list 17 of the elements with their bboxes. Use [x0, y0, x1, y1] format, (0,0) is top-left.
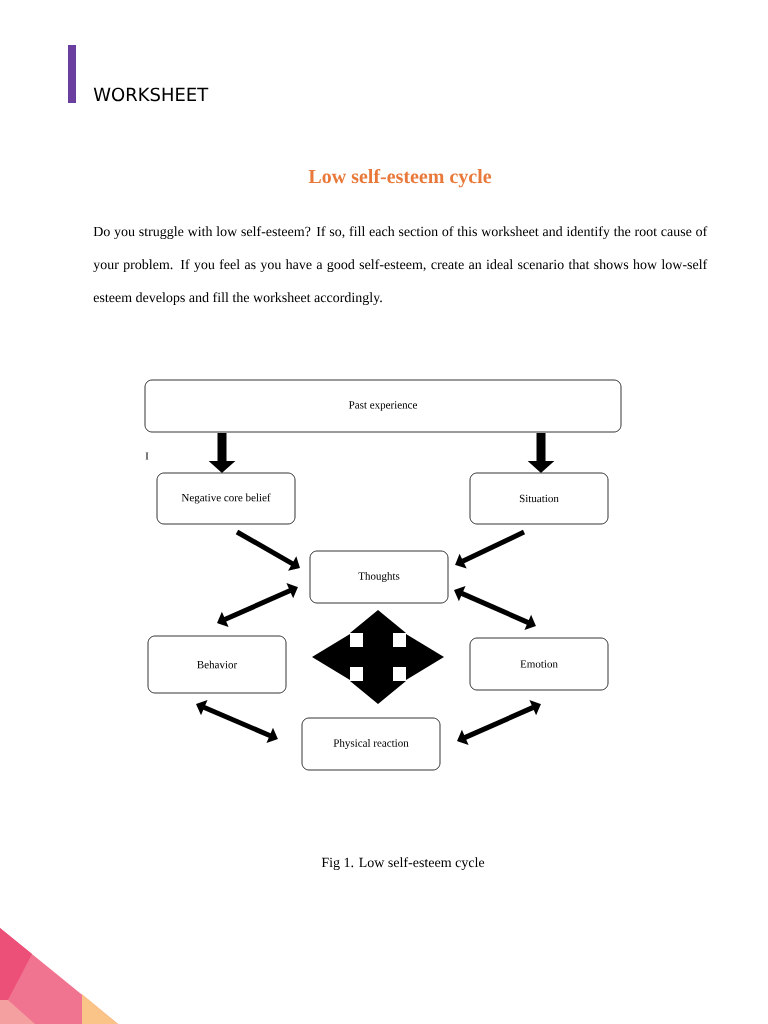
arrow [455, 529, 526, 569]
process-box: Past experience [144, 379, 622, 433]
intro-paragraph: Do you struggle with low self-esteem? If so, fill each section of this worksheet and identify the root cause of your problem. If you feel as you have a good self-esteem, create an ideal scenario that shows how low-self esteem develops and fill the worksheet accordingly. [93, 226, 708, 306]
arrow [217, 583, 298, 627]
process-box: Behavior [147, 635, 287, 694]
process-box: Emotion [469, 637, 609, 691]
process-box: Physical reaction [301, 717, 441, 771]
arrow [457, 700, 541, 745]
arrow [454, 586, 536, 630]
process-box: Negative core belief [156, 472, 296, 525]
process-box: Thoughts [309, 550, 449, 604]
arrow [235, 529, 300, 571]
title: Low self-esteem cycle [308, 168, 492, 188]
header-label: WORKSHEET [93, 87, 209, 102]
process-box: Situation [469, 472, 609, 525]
caption: Fig 1. Low self-esteem cycle [321, 857, 485, 871]
stray-mark: I [145, 452, 149, 460]
